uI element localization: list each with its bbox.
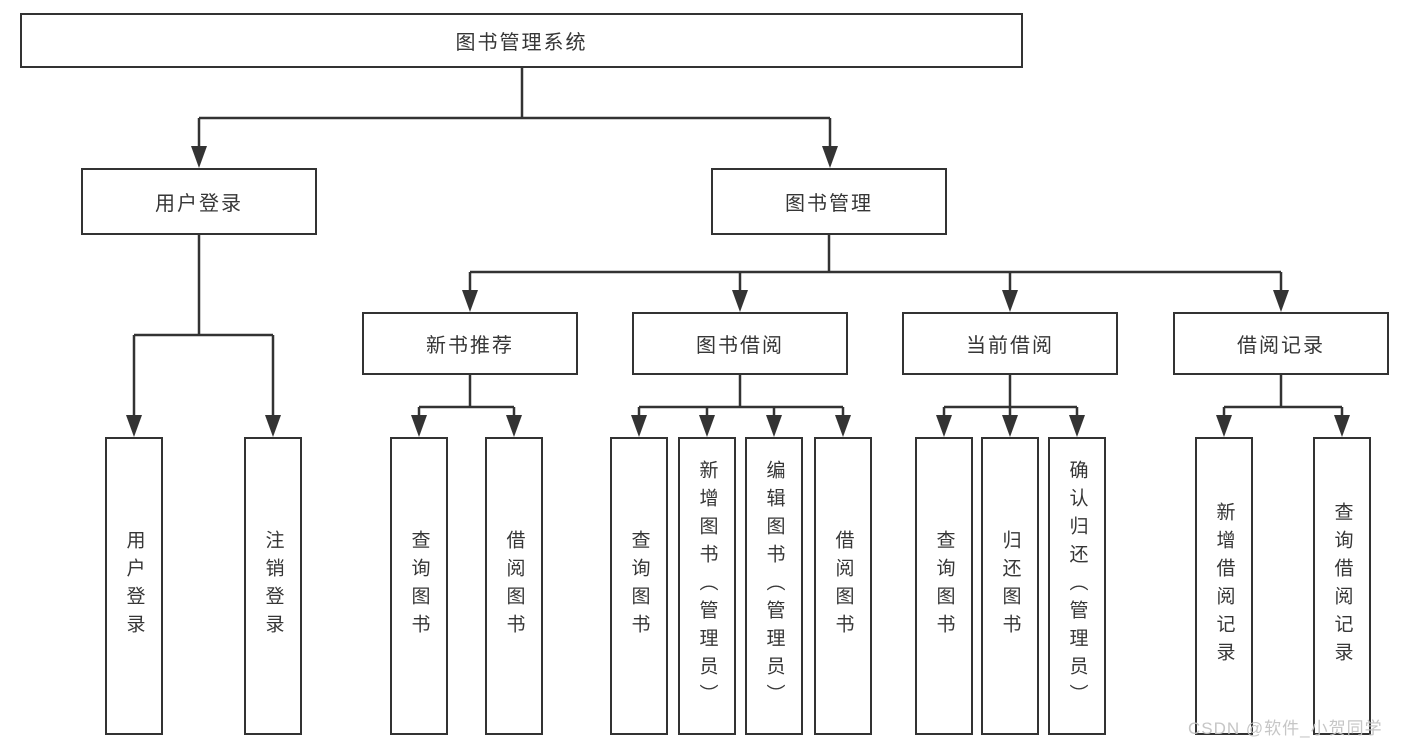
leaf-return-books: 归还图书: [981, 437, 1039, 735]
node-user-login: 用户登录: [81, 168, 317, 235]
leaf-borrow-books-label: 借阅图书: [832, 530, 854, 642]
leaf-edit-books-admin: 编辑图书（管理员）: [745, 437, 803, 735]
node-new-book-recommend-label: 新书推荐: [426, 335, 514, 357]
node-current-borrow: 当前借阅: [902, 312, 1118, 375]
leaf-newrec-query-books-label: 查询图书: [408, 530, 430, 642]
connectors: [126, 68, 1350, 437]
node-book-borrow-label: 图书借阅: [696, 335, 784, 357]
node-new-book-recommend: 新书推荐: [362, 312, 578, 375]
leaf-confirm-return-admin-label: 确认归还（管理员）: [1066, 460, 1088, 712]
leaf-query-borrow-record-label: 查询借阅记录: [1331, 502, 1353, 670]
leaf-current-query-books: 查询图书: [915, 437, 973, 735]
leaf-user-login: 用户登录: [105, 437, 163, 735]
leaf-logout-login-label: 注销登录: [262, 530, 284, 642]
node-current-borrow-label: 当前借阅: [966, 335, 1054, 357]
node-root-label: 图书管理系统: [455, 32, 588, 54]
leaf-add-borrow-record: 新增借阅记录: [1195, 437, 1253, 735]
node-borrow-records: 借阅记录: [1173, 312, 1389, 375]
leaf-user-login-label: 用户登录: [123, 530, 145, 642]
leaf-query-borrow-record: 查询借阅记录: [1313, 437, 1371, 735]
node-book-management-label: 图书管理: [785, 193, 873, 215]
leaf-borrow-query-books-label: 查询图书: [628, 530, 650, 642]
node-book-borrow: 图书借阅: [632, 312, 848, 375]
leaf-confirm-return-admin: 确认归还（管理员）: [1048, 437, 1106, 735]
leaf-newrec-borrow-books-label: 借阅图书: [503, 530, 525, 642]
leaf-add-borrow-record-label: 新增借阅记录: [1213, 502, 1235, 670]
leaf-current-query-books-label: 查询图书: [933, 530, 955, 642]
node-borrow-records-label: 借阅记录: [1237, 335, 1325, 357]
leaf-newrec-query-books: 查询图书: [390, 437, 448, 735]
node-root: 图书管理系统: [20, 13, 1023, 68]
leaf-add-books-admin-label: 新增图书（管理员）: [696, 460, 718, 712]
leaf-return-books-label: 归还图书: [999, 530, 1021, 642]
leaf-logout-login: 注销登录: [244, 437, 302, 735]
leaf-newrec-borrow-books: 借阅图书: [485, 437, 543, 735]
node-book-management: 图书管理: [711, 168, 947, 235]
leaf-edit-books-admin-label: 编辑图书（管理员）: [763, 460, 785, 712]
node-user-login-label: 用户登录: [155, 193, 243, 215]
leaf-borrow-query-books: 查询图书: [610, 437, 668, 735]
watermark: CSDN @软件_小贺同学: [1188, 719, 1383, 738]
leaf-add-books-admin: 新增图书（管理员）: [678, 437, 736, 735]
leaf-borrow-books: 借阅图书: [814, 437, 872, 735]
